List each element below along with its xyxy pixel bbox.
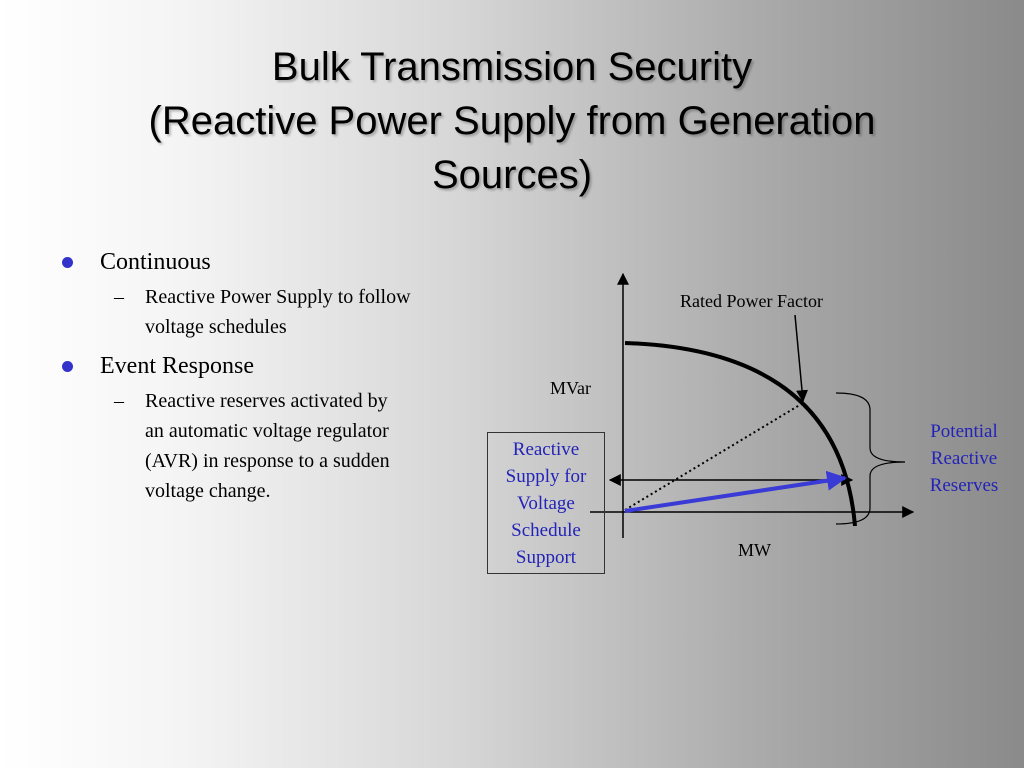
x-axis-label: MW xyxy=(738,540,771,560)
bullet-text: Continuous xyxy=(100,249,211,275)
title-line-2: (Reactive Power Supply from Generation xyxy=(148,99,876,143)
dash-icon: – xyxy=(114,286,124,308)
bullet-text: Event Response xyxy=(100,353,254,379)
reserves-line: Reactive xyxy=(930,448,998,469)
box-line: Voltage xyxy=(517,493,575,514)
bullet-event-response: Event Response xyxy=(62,350,492,382)
sub-bullet-continuous: – Reactive Power Supply to follow voltag… xyxy=(62,282,492,342)
bullet-dot-icon xyxy=(62,257,73,268)
sub-line: voltage schedules xyxy=(145,316,287,338)
bullet-list: Continuous – Reactive Power Supply to fo… xyxy=(62,246,492,514)
slide-title: Bulk Transmission Security (Reactive Pow… xyxy=(60,40,964,202)
bullet-dot-icon xyxy=(62,361,73,372)
rated-pf-label: Rated Power Factor xyxy=(680,291,823,311)
sub-line: (AVR) in response to a sudden xyxy=(145,450,390,472)
sub-line: an automatic voltage regulator xyxy=(145,420,389,442)
y-axis-label: MVar xyxy=(550,378,591,398)
box-line: Supply for xyxy=(505,466,587,487)
reserves-line: Potential xyxy=(930,421,998,442)
reserves-brace xyxy=(835,392,906,525)
reserves-line: Reserves xyxy=(929,475,999,496)
sub-bullet-event-response: – Reactive reserves activated by an auto… xyxy=(62,386,492,506)
sub-line: voltage change. xyxy=(145,480,271,502)
rated-pf-pointer xyxy=(794,314,808,403)
title-line-1: Bulk Transmission Security xyxy=(271,45,753,89)
potential-reserves-label: Potential Reactive Reserves xyxy=(916,418,1012,499)
box-line: Schedule xyxy=(511,520,581,541)
sub-line: Reactive reserves activated by xyxy=(145,390,388,412)
capability-curve xyxy=(624,341,857,527)
box-line: Reactive xyxy=(512,439,580,460)
dash-icon: – xyxy=(114,390,124,412)
title-line-3: Sources) xyxy=(431,153,593,197)
rated-pf-line xyxy=(624,402,804,511)
sub-line: Reactive Power Supply to follow xyxy=(145,286,411,308)
operating-vector xyxy=(624,470,847,513)
box-line: Support xyxy=(515,547,577,568)
bullet-continuous: Continuous xyxy=(62,246,492,278)
reactive-supply-box: Reactive Supply for Voltage Schedule Sup… xyxy=(487,432,605,574)
